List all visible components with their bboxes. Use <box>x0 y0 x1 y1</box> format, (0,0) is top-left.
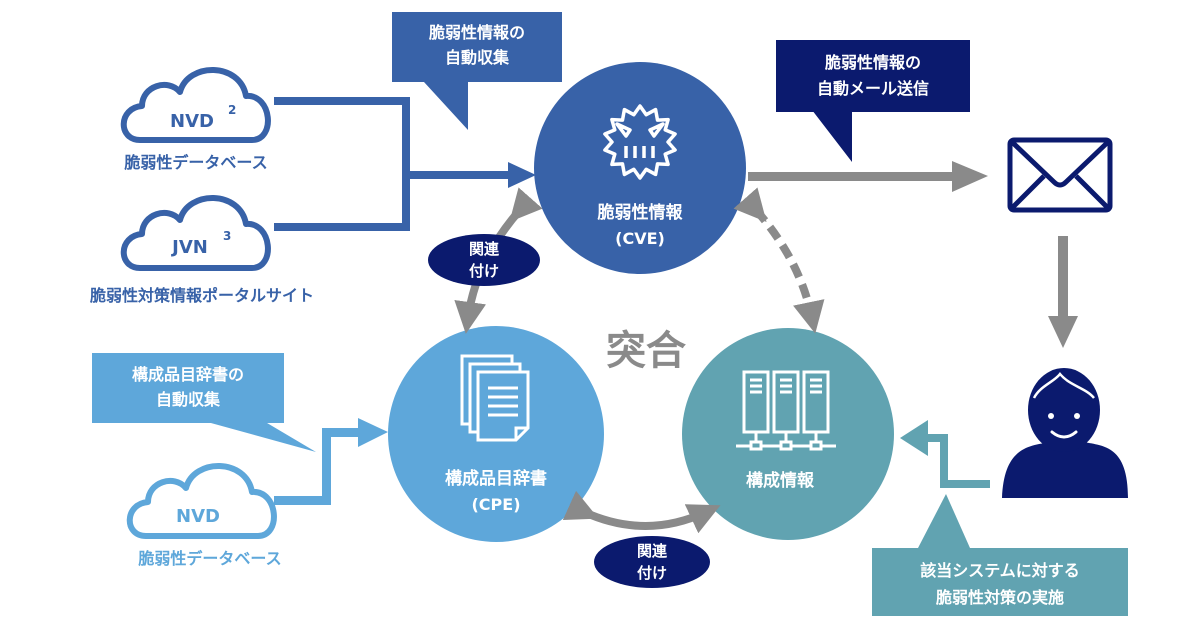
source-superscript: 3 <box>223 229 231 243</box>
node-title: 構成品目辞書 <box>445 468 547 489</box>
source-nvd-top: NVD 2 脆弱性データベース <box>120 67 271 172</box>
collect-arrow-cpe <box>274 418 388 505</box>
badge-line: 付け <box>637 564 667 582</box>
cloud-icon <box>120 67 271 143</box>
source-caption: 脆弱性データベース <box>124 153 267 172</box>
callout-line: 該当システムに対する <box>920 561 1080 580</box>
source-nvd-bottom: NVD 脆弱性データベース <box>126 463 282 568</box>
link-arrow-cve-config <box>733 187 825 334</box>
source-caption: 脆弱性対策情報ポータルサイト <box>90 286 314 305</box>
source-caption: 脆弱性データベース <box>138 549 281 568</box>
node-subtitle: (CVE) <box>615 229 665 248</box>
countermeasure-arrow <box>900 420 990 488</box>
documents-icon <box>460 354 530 442</box>
send-arrow <box>748 161 988 192</box>
node-cve: 脆弱性情報 (CVE) <box>534 62 746 274</box>
cloud-icon <box>126 463 277 539</box>
badge-line: 関連 <box>469 240 500 258</box>
callout-line: 自動収集 <box>156 390 221 409</box>
virus-icon <box>603 104 677 180</box>
callout-line: 自動メール送信 <box>817 79 929 98</box>
source-name: JVN <box>170 237 208 258</box>
badge-line: 付け <box>469 262 499 280</box>
source-name: NVD <box>176 506 220 527</box>
source-name: NVD <box>170 111 214 132</box>
source-superscript: 2 <box>228 103 236 117</box>
cloud-icon <box>120 195 271 271</box>
node-subtitle: (CPE) <box>471 495 520 514</box>
node-config: 構成情報 <box>682 328 894 540</box>
badge-line: 関連 <box>637 542 668 560</box>
envelope-icon <box>1007 137 1113 213</box>
callout-line: 脆弱性対策の実施 <box>936 588 1064 607</box>
link-badge-left: 関連 付け <box>428 234 540 286</box>
center-label: 突合 <box>606 328 686 374</box>
node-cpe: 構成品目辞書 (CPE) <box>388 326 604 542</box>
servers-icon <box>736 370 836 451</box>
node-title: 構成情報 <box>746 470 815 491</box>
link-arrow-cpe-config <box>562 490 721 534</box>
callout-line: 脆弱性情報の <box>429 23 525 42</box>
source-jvn: JVN 3 脆弱性対策情報ポータルサイト <box>90 195 314 305</box>
person-icon <box>1002 368 1128 498</box>
callout-line: 自動収集 <box>445 48 510 67</box>
callout-countermeasure: 該当システムに対する 脆弱性対策の実施 <box>872 494 1128 616</box>
callout-line: 脆弱性情報の <box>825 53 921 72</box>
callout-vuln-collect: 脆弱性情報の 自動収集 <box>392 12 562 130</box>
link-badge-bottom: 関連 付け <box>594 536 710 588</box>
callout-mail-send: 脆弱性情報の 自動メール送信 <box>776 40 970 162</box>
callout-line: 構成品目辞書の <box>132 365 244 384</box>
callout-cpe-collect: 構成品目辞書の 自動収集 <box>92 353 316 452</box>
node-title: 脆弱性情報 <box>597 202 684 223</box>
notify-arrow <box>1048 236 1078 348</box>
collect-arrow-vuln <box>274 97 536 231</box>
arrow-head <box>508 162 536 188</box>
